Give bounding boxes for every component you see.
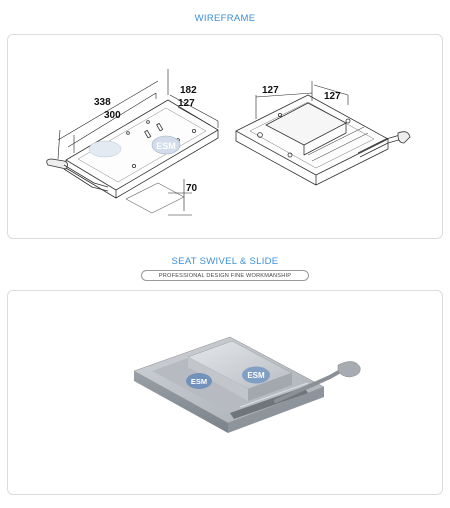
svg-text:ESM: ESM xyxy=(191,377,207,386)
dim-127-right-b: 127 xyxy=(324,91,341,102)
esm-logo-photo-1: ESM xyxy=(186,373,212,389)
esm-logo-wireframe-1 xyxy=(88,140,122,158)
product-render: ESM ESM xyxy=(133,336,361,433)
product-photo-panel: ESM ESM xyxy=(7,290,443,495)
photo-section-title: SEAT SWIVEL & SLIDE xyxy=(171,256,279,267)
esm-logo-photo-2: ESM xyxy=(242,366,270,384)
svg-text:ESM: ESM xyxy=(156,141,176,151)
dim-182: 182 xyxy=(180,85,197,96)
wireframe-section-title: WIREFRAME xyxy=(194,13,256,24)
dim-127-left: 127 xyxy=(178,98,195,109)
wireframe-panel: ESM 338 300 182 127 70 127 127 xyxy=(7,34,443,239)
dim-70: 70 xyxy=(186,183,198,194)
wireframe-drawing: ESM 338 300 182 127 70 127 127 xyxy=(46,69,411,216)
dim-300: 300 xyxy=(104,110,121,121)
esm-logo-wireframe-2: ESM xyxy=(151,135,181,155)
dim-338: 338 xyxy=(94,97,111,108)
svg-text:ESM: ESM xyxy=(247,371,265,380)
dim-127-right-a: 127 xyxy=(262,85,279,96)
subtitle-badge: PROFESSIONAL DESIGN FINE WORKMANSHIP xyxy=(141,270,309,281)
